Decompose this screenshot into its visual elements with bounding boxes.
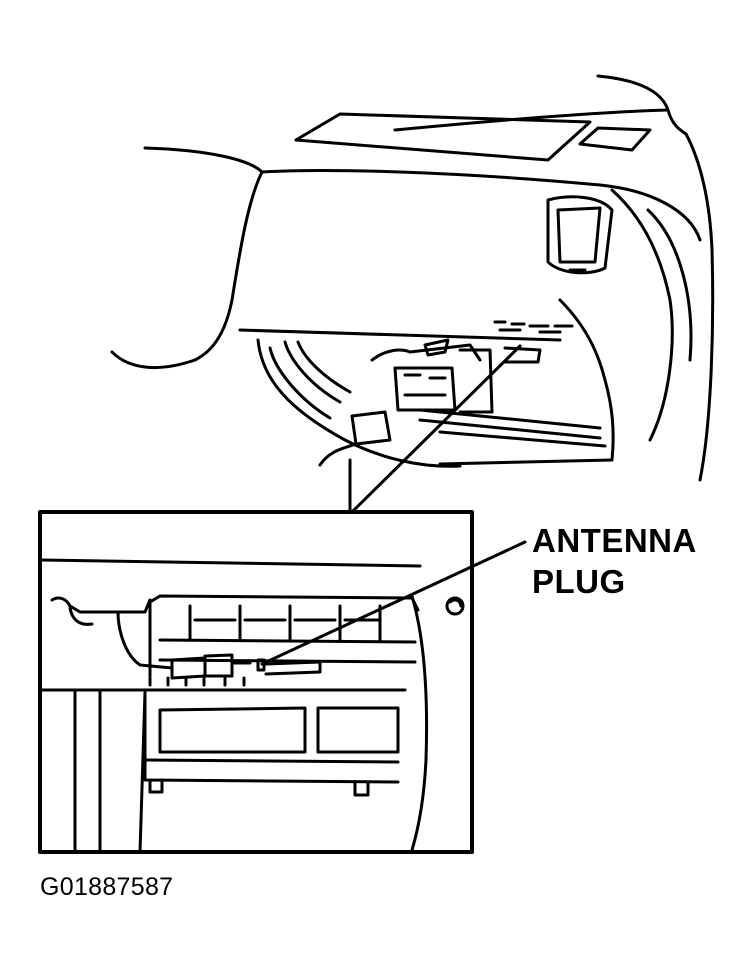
dashboard-outline <box>110 74 715 482</box>
antenna-plug-leader-line <box>260 540 527 666</box>
dash-slot-marks <box>493 320 574 334</box>
detail-view-frame <box>38 510 474 854</box>
detail-view-contents <box>38 558 465 854</box>
antenna-plug-label-line2: PLUG <box>532 563 626 600</box>
radio-unit-upper <box>370 338 542 414</box>
defroster-vent-small <box>578 126 652 152</box>
defroster-vent-large <box>294 112 592 162</box>
detail-leader-line <box>350 344 522 514</box>
figure-code: G01887587 <box>40 873 174 901</box>
side-air-vent <box>546 195 614 275</box>
glove-box-latch <box>318 410 392 512</box>
antenna-plug-label-line1: ANTENNA <box>532 522 697 559</box>
glove-box-opening <box>256 338 607 468</box>
dash-lower-panel <box>238 188 693 466</box>
